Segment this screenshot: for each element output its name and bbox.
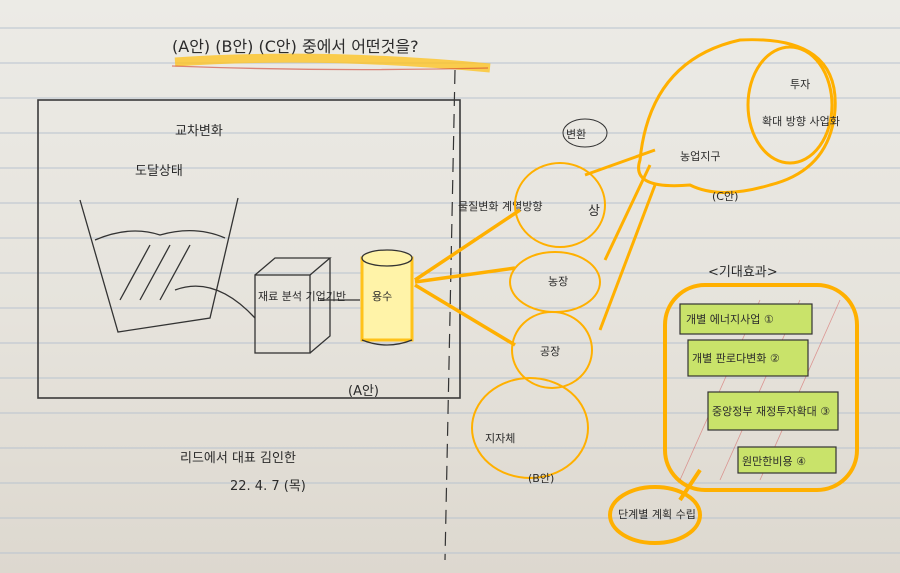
box-label: 재료 분석 기업기반: [258, 290, 346, 303]
c-arrows: [584, 148, 657, 331]
side-label: 물질변화 계열방향: [458, 200, 542, 213]
right-mid-label: 확대 방향 사업화: [762, 115, 840, 128]
signature-line2: 22. 4. 7 (목): [230, 479, 306, 494]
c-label: 농업지구: [680, 150, 720, 163]
result-text: 단계별 계획 수립: [618, 508, 696, 521]
panel-subheading: 도달상태: [135, 164, 183, 179]
flow-arrows: [414, 208, 521, 347]
panel-right-frame: [663, 283, 859, 492]
signature-line1: 리드에서 대표 김인한: [180, 451, 296, 466]
node2-label: 농장: [548, 275, 568, 288]
b-tag: (B안): [528, 472, 554, 485]
panel-right-header: <기대효과>: [708, 265, 778, 280]
c-tag: (C안): [712, 190, 738, 203]
node3-label: 공장: [540, 345, 560, 358]
top-right-loop: [637, 38, 837, 194]
panel-frame: [37, 99, 461, 399]
divider-line: [444, 69, 456, 561]
top-tag: 변환: [566, 128, 586, 141]
right-top-label: 투자: [790, 78, 810, 91]
basin-sketch: [79, 197, 256, 333]
node4-label: 지자체: [485, 432, 515, 445]
node-circles: [471, 162, 606, 479]
effect-item-2: 개별 판로다변화 ②: [692, 352, 780, 365]
effect-item-1: 개별 에너지사업 ①: [686, 313, 774, 326]
effect-item-4: 원만한비용 ④: [742, 455, 806, 468]
version-tag: (A안): [348, 384, 379, 399]
title-highlight: [174, 53, 491, 73]
node1-label: 상: [588, 204, 600, 219]
water-cylinder: [360, 249, 414, 346]
result-bubble: [608, 485, 702, 545]
cylinder-label: 용수: [372, 290, 392, 303]
effect-items: [679, 303, 839, 474]
effect-item-3: 중앙정부 재정투자확대 ③: [712, 405, 830, 418]
title-text: (A안) (B안) (C안) 중에서 어떤것을?: [172, 37, 419, 56]
device-cube: [254, 257, 332, 354]
panel-heading: 교차변화: [175, 124, 223, 139]
